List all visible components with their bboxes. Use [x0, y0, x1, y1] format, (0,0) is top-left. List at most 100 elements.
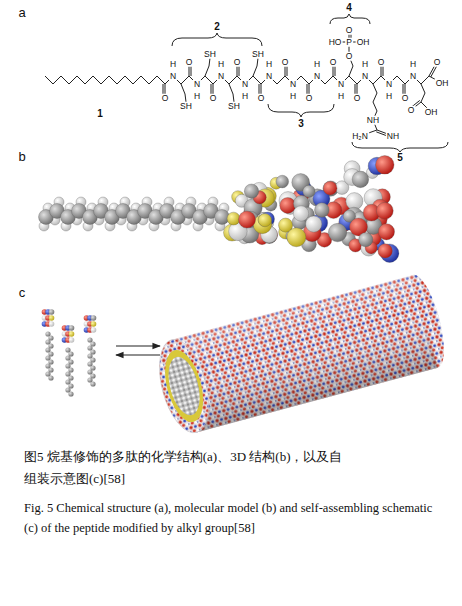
atom-label: OH: [424, 108, 439, 117]
bond: [229, 76, 237, 84]
atom-sphere: [359, 233, 373, 247]
callout-number: 5: [396, 153, 404, 163]
bond: [205, 66, 209, 76]
bond: [309, 84, 310, 94]
callout-number: 4: [345, 3, 353, 13]
fiber-shading: [172, 275, 438, 432]
bracket: [330, 14, 370, 24]
atom-label: P: [345, 38, 353, 47]
monomer-atom: [69, 337, 75, 343]
bond: [133, 76, 141, 84]
atom-label: N: [217, 72, 225, 81]
atom-label: OH: [435, 79, 450, 88]
bond: [421, 84, 425, 93]
atom-label: O: [345, 52, 354, 61]
bond: [373, 84, 377, 93]
atom-sphere: [323, 181, 337, 195]
atom-label: SH: [179, 102, 193, 111]
atom-sphere: [375, 156, 394, 175]
bond: [93, 76, 101, 84]
atom-label: HO: [328, 38, 343, 47]
atom-label: O: [185, 58, 194, 67]
bond: [285, 66, 286, 76]
atom-label: H: [409, 60, 417, 69]
atom-label: O: [329, 58, 338, 67]
bond: [61, 76, 69, 84]
atom-label: H: [289, 92, 297, 101]
atom-sphere: [303, 185, 315, 197]
atom-label: H: [313, 60, 321, 69]
atom-label: O: [305, 94, 314, 103]
bond: [397, 76, 405, 84]
bond: [229, 84, 233, 94]
bond: [405, 84, 406, 94]
bond: [373, 93, 377, 102]
bond: [101, 76, 109, 84]
atom-label: H: [193, 92, 201, 101]
atom-sphere: [315, 203, 328, 216]
callout-number: 3: [297, 119, 305, 129]
bond: [191, 66, 192, 76]
atom-label: H₂N: [351, 132, 369, 141]
atom-label: O: [401, 94, 410, 103]
monomer-atom: [69, 331, 75, 337]
bond: [205, 76, 213, 84]
bond: [287, 66, 288, 76]
bond: [259, 84, 260, 94]
bond: [257, 58, 258, 66]
fiber-ring: [158, 346, 210, 426]
bond: [213, 84, 214, 94]
monomer-atom: [49, 321, 55, 327]
atom-label: N: [265, 72, 273, 81]
atom-sphere: [328, 223, 346, 241]
monomer-atom: [91, 321, 97, 327]
atom-label: O: [281, 58, 290, 67]
bond: [431, 66, 437, 77]
bond: [421, 93, 425, 102]
atom-label: O: [233, 58, 242, 67]
atom-sphere: [238, 211, 255, 228]
bond: [77, 76, 85, 84]
atom-label: N: [361, 72, 369, 81]
bond: [355, 84, 356, 94]
bond: [109, 76, 117, 84]
callout-number: 2: [213, 22, 221, 32]
arrow: [116, 345, 160, 346]
bond: [45, 76, 53, 84]
atom-sphere: [293, 206, 308, 221]
bond: [373, 76, 381, 84]
atom-label: H: [265, 60, 273, 69]
bond: [261, 84, 262, 94]
bond: [163, 84, 164, 94]
bond: [307, 84, 308, 94]
atom-label: N: [409, 72, 417, 81]
bond: [85, 76, 93, 84]
monomer-atom: [49, 309, 55, 315]
atom-sphere: [376, 202, 393, 219]
bond: [125, 76, 133, 84]
monomer-atom: [91, 327, 97, 333]
figure-caption-english: Fig. 5 Chemical structure (a), molecular…: [24, 498, 444, 538]
panel-letter: b: [18, 150, 25, 163]
bond: [239, 66, 240, 76]
atom-sphere: [227, 212, 240, 225]
atom-label: O: [353, 94, 362, 103]
monomer-atom: [68, 391, 73, 396]
bond-group: [45, 30, 440, 138]
bond: [181, 76, 189, 84]
atom-sphere: [258, 214, 271, 227]
bond: [253, 66, 257, 76]
atom-label: O: [433, 58, 442, 67]
space-filling-model: [39, 156, 399, 263]
atom-sphere: [244, 184, 258, 198]
bond: [211, 84, 212, 94]
atom-label: N: [337, 80, 345, 89]
atom-label: N: [289, 80, 297, 89]
atom-sphere: [352, 171, 369, 188]
atom-label: N: [241, 80, 249, 89]
atom-sphere: [378, 244, 392, 258]
nanofiber: [150, 271, 451, 438]
bond: [189, 66, 190, 76]
atom-sphere: [306, 216, 322, 232]
fiber-core: [163, 353, 206, 418]
